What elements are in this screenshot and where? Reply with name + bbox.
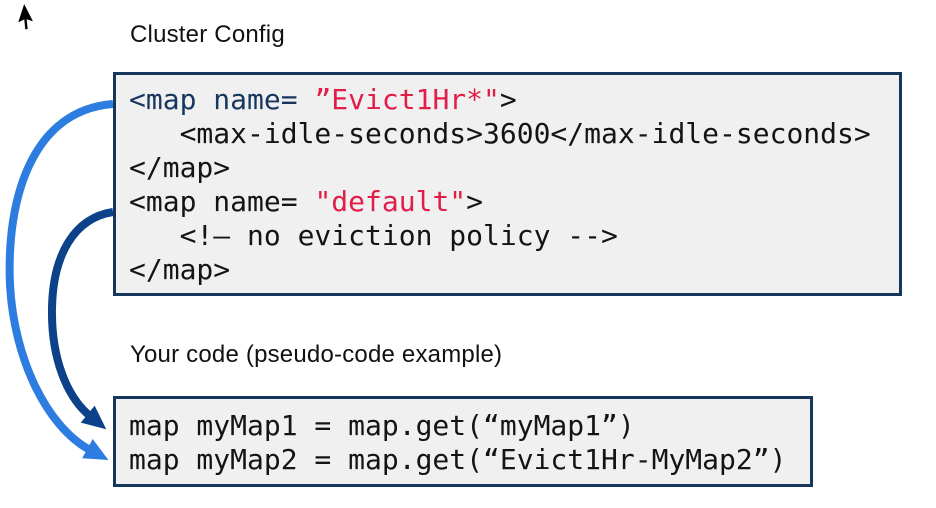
code-token: <map name= <box>129 185 315 218</box>
code-line: map myMap1 = map.get(“myMap1”) <box>129 409 810 443</box>
code-token: <map name= <box>129 83 315 116</box>
code-token: <max-idle-seconds>3600</max-idle-seconds… <box>129 117 871 150</box>
code-token: map myMap2 = map.get(“Evict1Hr-MyMap2”) <box>129 443 787 476</box>
code-line: <map name= ”Evict1Hr*"> <box>129 83 899 117</box>
code-token: > <box>499 83 517 116</box>
cluster-config-title: Cluster Config <box>130 21 285 48</box>
pseudo-code-box: map myMap1 = map.get(“myMap1”)map myMap2… <box>113 396 813 487</box>
code-token: </map> <box>129 253 231 286</box>
code-token: </map> <box>129 151 231 184</box>
cluster-config-code-box: <map name= ”Evict1Hr*"> <max-idle-second… <box>113 72 902 296</box>
code-line: </map> <box>129 253 899 287</box>
code-line: </map> <box>129 151 899 185</box>
code-token: <!– no eviction policy --> <box>129 219 618 252</box>
code-token: ”Evict1Hr*" <box>314 83 500 116</box>
code-token: > <box>466 185 484 218</box>
code-line: map myMap2 = map.get(“Evict1Hr-MyMap2”) <box>129 443 810 477</box>
arrow-evict1hr-to-mymap2 <box>5 100 114 461</box>
your-code-title: Your code (pseudo-code example) <box>130 341 503 368</box>
arrow-default-to-mymap1 <box>47 208 114 430</box>
code-token: map myMap1 = map.get(“myMap1”) <box>129 409 635 442</box>
code-token: "default" <box>314 185 467 218</box>
code-line: <map name= "default"> <box>129 185 899 219</box>
code-line: <!– no eviction policy --> <box>129 219 899 253</box>
mouse-pointer-icon <box>15 0 37 32</box>
code-line: <max-idle-seconds>3600</max-idle-seconds… <box>129 117 899 151</box>
